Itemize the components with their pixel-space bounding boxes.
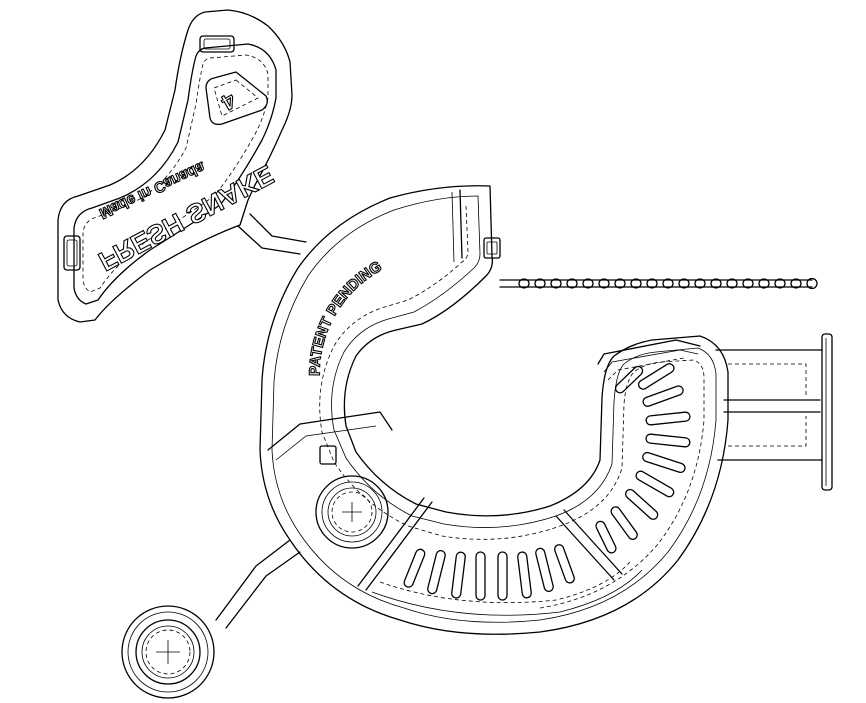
sprue-ring-connector bbox=[215, 539, 301, 629]
strap-bead bbox=[678, 278, 690, 289]
strap-bead bbox=[630, 278, 642, 289]
strap-bead bbox=[582, 278, 594, 289]
strap-bead bbox=[550, 278, 562, 289]
strap-bead bbox=[662, 278, 674, 289]
right-bracket bbox=[715, 333, 833, 491]
recycle-triangle-icon: 4 bbox=[205, 71, 268, 126]
bottom-ring bbox=[121, 605, 215, 699]
vent-slots-right bbox=[595, 363, 691, 554]
strap-bead bbox=[598, 278, 610, 289]
strap-bead bbox=[710, 278, 722, 289]
strap-bead bbox=[774, 278, 786, 289]
strap-bead bbox=[726, 278, 738, 289]
strap-bead bbox=[758, 278, 770, 289]
sprue-tag-connector bbox=[237, 213, 307, 255]
strap-bead bbox=[694, 278, 706, 289]
strap-bead bbox=[518, 278, 530, 289]
bead-chain-strap bbox=[499, 277, 818, 290]
label-tag: 4 FRESH SNAKE Made in Canada bbox=[57, 9, 293, 323]
hub-boss bbox=[315, 475, 389, 549]
main-part: PATENT PENDING bbox=[259, 185, 729, 635]
strap-bead bbox=[742, 278, 754, 289]
strap-bead bbox=[646, 278, 658, 289]
strap-bead bbox=[566, 278, 578, 289]
strap-bead bbox=[790, 278, 802, 289]
vent-slots-bottom bbox=[403, 544, 575, 601]
strap-bead bbox=[614, 278, 626, 289]
patent-pending-label: PATENT PENDING bbox=[307, 258, 385, 376]
strap-bead bbox=[534, 278, 546, 289]
recycle-code-label: 4 bbox=[217, 88, 241, 116]
